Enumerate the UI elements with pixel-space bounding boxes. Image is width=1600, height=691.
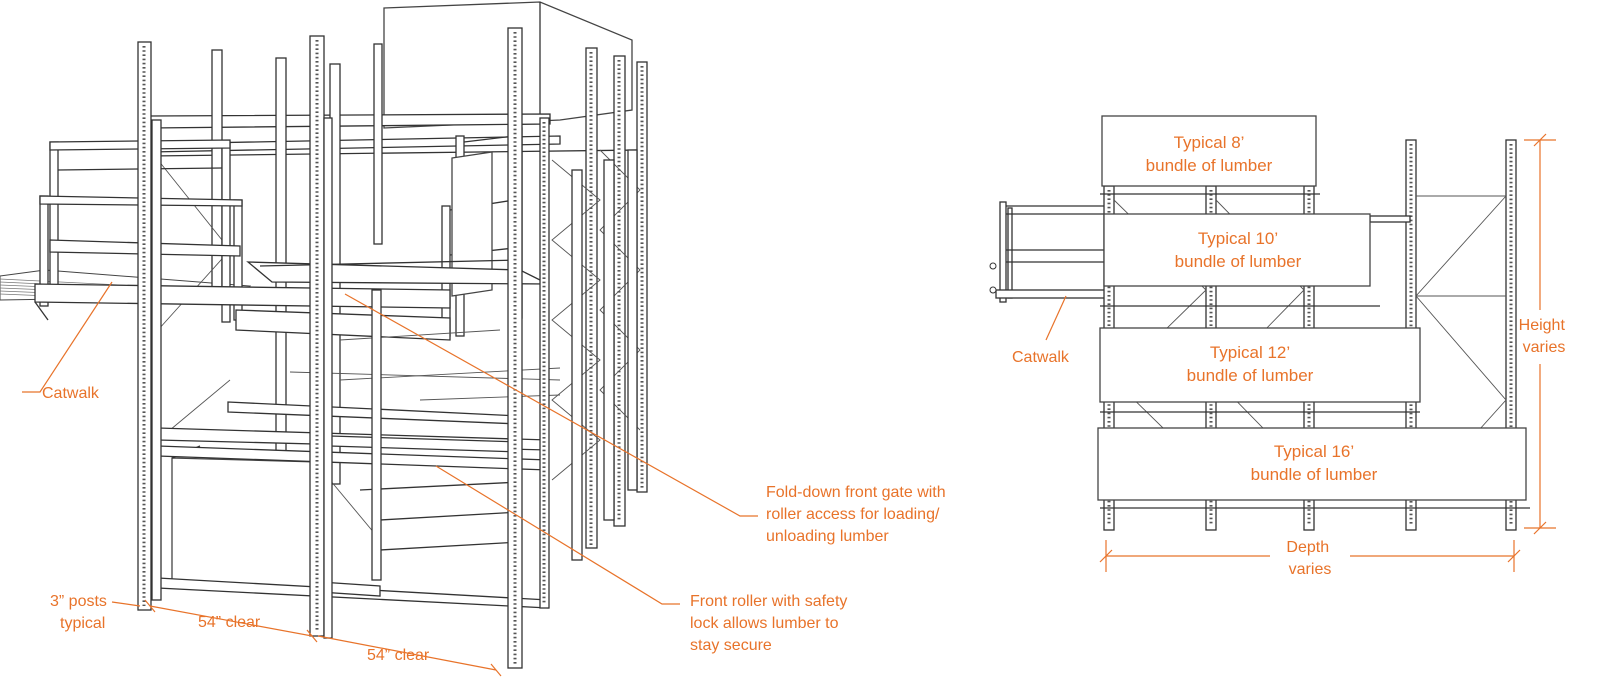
height-dimension [1524,133,1556,535]
lower-lumber-box [171,445,331,589]
clear-dimensions [111,599,502,677]
bundle-8-line1: Typical 8’ [1174,133,1245,152]
bundle-16: Typical 16’ bundle of lumber [1097,427,1527,501]
side-catwalk [989,201,1109,303]
catwalk-label: Catwalk [42,385,100,402]
bundle-10: Typical 10’ bundle of lumber [1103,213,1371,287]
roller-label: Front roller with safety lock allows lum… [690,593,852,654]
bundle-12-line2: bundle of lumber [1187,366,1314,385]
height-label: Height varies [1519,317,1570,356]
gate-label: Fold-down front gate with roller access … [766,484,950,545]
bundle-12: Typical 12’ bundle of lumber [1099,327,1421,403]
bundle-8: Typical 8’ bundle of lumber [1101,115,1317,187]
depth-dimension [1099,540,1521,572]
bundle-10-line1: Typical 10’ [1198,229,1278,248]
front-posts [137,27,638,669]
bundle-8-line2: bundle of lumber [1146,156,1273,175]
side-catwalk-leader [1045,295,1067,341]
bundle-16-line2: bundle of lumber [1251,465,1378,484]
middle-beams [157,329,561,609]
leader-lines [22,281,758,605]
side-view: Typical 8’ bundle of lumber Typical 10’ … [989,115,1570,578]
side-catwalk-label: Catwalk [1012,349,1070,366]
clear-dimension-1: 54” clear [198,614,261,631]
perspective-view: Catwalk Fold-down front gate with roller… [0,1,950,677]
clear-dimension-2: 54” clear [367,647,430,664]
bundle-16-line1: Typical 16’ [1274,442,1354,461]
side-arms [1100,193,1530,509]
catwalk-beam [34,259,549,341]
depth-label: Depth varies [1286,539,1333,578]
bundle-10-line2: bundle of lumber [1175,252,1302,271]
posts-label: 3” posts typical [50,593,111,632]
bundle-12-line1: Typical 12’ [1210,343,1290,362]
